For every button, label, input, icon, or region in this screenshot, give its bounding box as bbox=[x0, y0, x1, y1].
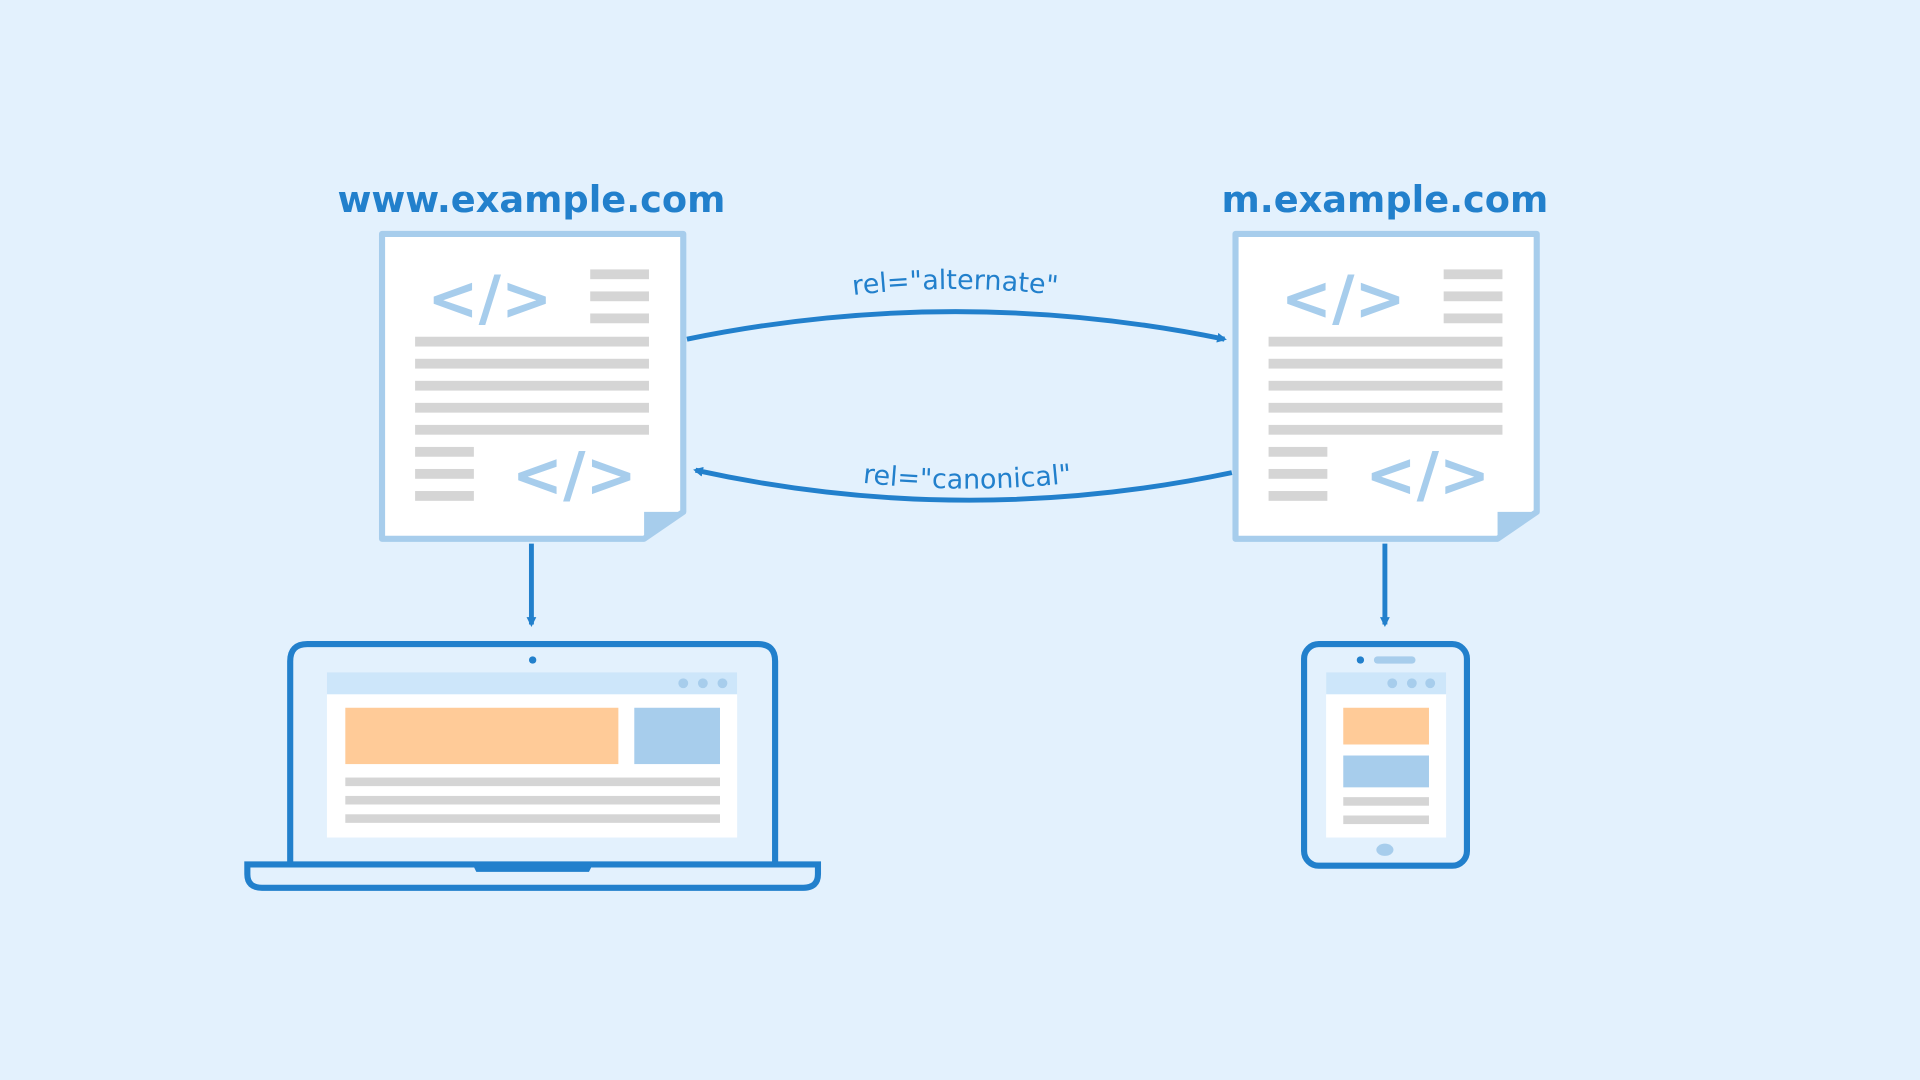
code-icon: </> bbox=[1365, 440, 1490, 511]
mobile-site-title: m.example.com bbox=[1221, 178, 1548, 221]
alternate-arrow bbox=[686, 309, 1227, 343]
phone-icon bbox=[1301, 641, 1470, 869]
code-icon: </> bbox=[427, 264, 552, 335]
desktop-site-title: www.example.com bbox=[337, 178, 725, 221]
laptop-icon bbox=[244, 641, 822, 891]
canonical-label: rel="canonical" bbox=[862, 459, 1073, 496]
alternate-label: rel="alternate" bbox=[850, 265, 1059, 302]
canonical-arrow bbox=[693, 466, 1233, 503]
mobile-html-document: </> </> bbox=[1236, 234, 1537, 539]
code-icon: </> bbox=[1281, 264, 1406, 335]
desktop-html-document: </> </> bbox=[382, 234, 683, 539]
code-icon: </> bbox=[512, 440, 637, 511]
